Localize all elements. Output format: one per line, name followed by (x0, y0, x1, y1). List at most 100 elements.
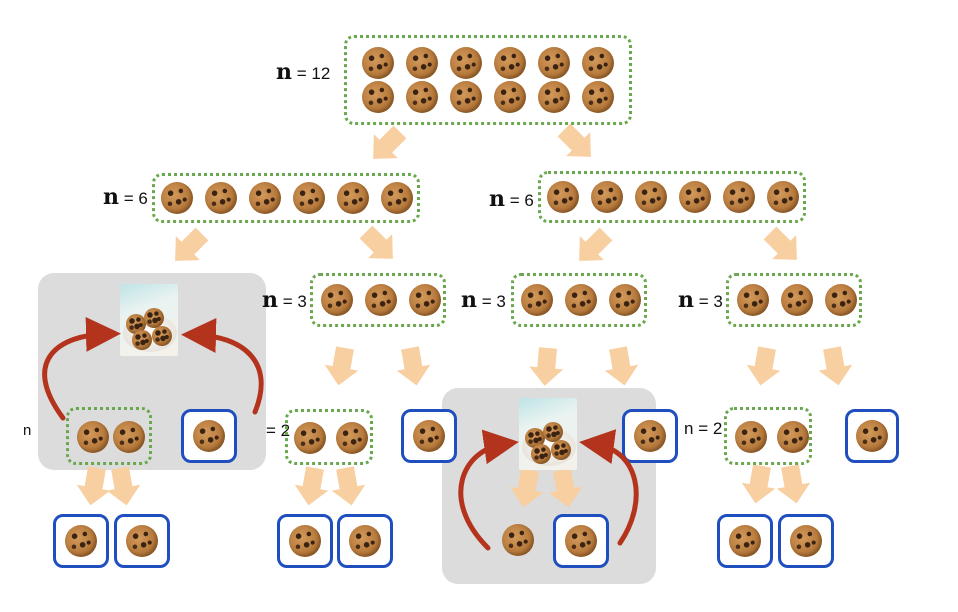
cookie-icon (634, 420, 666, 452)
arrow-root-right (557, 123, 591, 157)
arrow-rr-b (818, 346, 853, 386)
cookie-icon (494, 47, 526, 79)
cookie-icon (450, 47, 482, 79)
cookie-icon (825, 284, 857, 316)
arrow-lr-a (324, 346, 359, 386)
cookie-icon (781, 284, 813, 316)
left-size-label: n = 6 (103, 184, 148, 210)
cookie-icon (362, 81, 394, 113)
cookie-icon (790, 525, 822, 557)
cookie-icon (409, 284, 441, 316)
cookie-icon (65, 525, 97, 557)
cookie-icon (413, 420, 445, 452)
left-node (152, 173, 420, 223)
arrow-rr-a (746, 346, 781, 386)
right-right-pair-node (724, 407, 812, 465)
cookie-icon (494, 81, 526, 113)
cookie-icon (193, 420, 225, 452)
swap-arrow-center-1 (458, 429, 519, 551)
arrow-rl-a (529, 347, 564, 386)
root-node (344, 35, 632, 125)
cookie-icon (591, 181, 623, 213)
arrow-lr-b (396, 346, 431, 386)
cookie-icon (582, 81, 614, 113)
cookie-icon (337, 182, 369, 214)
cookie-icon (349, 525, 381, 557)
leaf-1 (53, 514, 109, 568)
cookie-icon (538, 47, 570, 79)
arrow-right-rr (763, 226, 797, 260)
cookie-icon (856, 420, 888, 452)
arrow-ll2-b (106, 466, 141, 506)
arrow-rl2-a (509, 468, 544, 508)
right-right-size-label: n = 3 (678, 287, 723, 313)
arrow-right-rl (579, 227, 613, 261)
left-left-pair-node (66, 407, 152, 465)
cookie-icon (502, 524, 534, 556)
cookie-icon (336, 422, 368, 454)
cookie-icon (679, 181, 711, 213)
left-right-pair-node (285, 409, 373, 465)
cookie-icon (126, 525, 158, 557)
panel1-n-label: n (23, 422, 32, 439)
leaf-3 (277, 514, 333, 568)
arrow-left-ll (175, 227, 209, 261)
cookie-icon (406, 81, 438, 113)
cookie-icon (289, 525, 321, 557)
cookie-icon (321, 284, 353, 316)
cookie-icon (294, 422, 326, 454)
arrow-rl-b (604, 346, 639, 386)
arrow-rl2-b (548, 468, 583, 508)
cookie-icon (406, 47, 438, 79)
cookie-icon (565, 284, 597, 316)
cookie-icon (77, 421, 109, 453)
cookie-icon (381, 182, 413, 214)
swap-arrow-center-2 (579, 429, 639, 546)
leaf-4 (337, 514, 393, 568)
cookie-icon (729, 525, 761, 557)
right-size-label: n = 6 (489, 186, 534, 212)
right-left-size-label: n = 3 (461, 287, 506, 313)
arrow-lr2-b (331, 466, 366, 506)
cookie-icon (609, 284, 641, 316)
right-right-pair-size-label: n = 2 (684, 419, 723, 438)
cookie-icon (777, 421, 809, 453)
leaf-5 (717, 514, 773, 568)
leaf-6 (778, 514, 834, 568)
arrow-ll2-a (76, 466, 111, 506)
right-node (538, 171, 806, 223)
arrow-root-left (373, 125, 407, 159)
right-right-node (726, 273, 862, 327)
cookie-icon (249, 182, 281, 214)
cookie-icon (521, 284, 553, 316)
cookie-icon (362, 47, 394, 79)
left-left-single-leaf (181, 409, 237, 463)
cookie-plate-photo (519, 398, 577, 470)
arrow-rr2-b (776, 464, 811, 504)
cookie-icon (723, 181, 755, 213)
root-size-label: n = 12 (276, 59, 331, 85)
right-left-pair-right-leaf (553, 514, 609, 568)
swap-arrow-left-1 (42, 316, 121, 421)
arrow-rr2-a (741, 464, 776, 504)
left-right-node (310, 273, 446, 327)
cookie-icon (450, 81, 482, 113)
left-right-single-leaf (401, 409, 457, 463)
right-left-single-leaf (622, 409, 678, 463)
cookie-icon (582, 47, 614, 79)
cookie-icon (547, 181, 579, 213)
arrow-lr2-a (294, 466, 329, 506)
cookie-icon (161, 182, 193, 214)
cookie-icon (365, 284, 397, 316)
cookie-icon (635, 181, 667, 213)
cookie-icon (538, 81, 570, 113)
leaf-2 (114, 514, 170, 568)
cookie-icon (205, 182, 237, 214)
left-right-size-label: n = 3 (262, 287, 307, 313)
cookie-icon (113, 421, 145, 453)
cookie-icon (735, 421, 767, 453)
arrow-left-lr (359, 225, 393, 259)
cookie-icon (737, 284, 769, 316)
swap-arrow-left-2 (181, 317, 264, 415)
